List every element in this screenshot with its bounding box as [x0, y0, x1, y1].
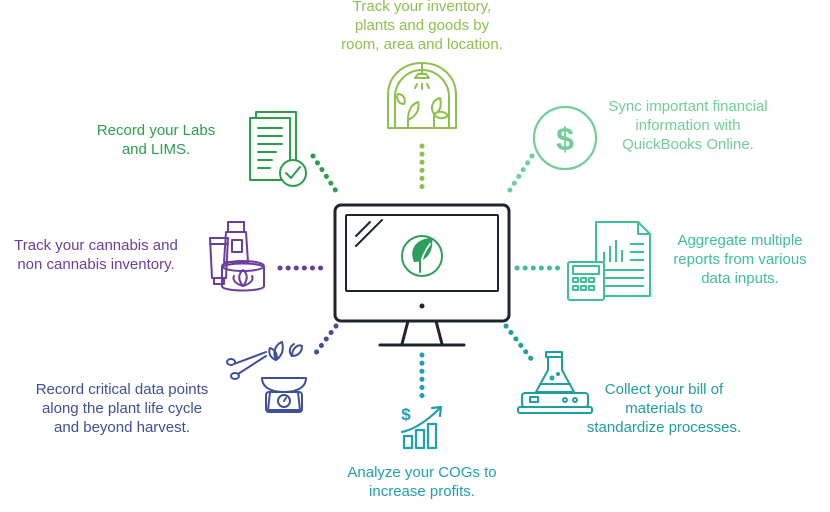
leaf-logo-icon: [401, 235, 443, 277]
monitor-screen: [345, 214, 499, 292]
monitor-icon: [333, 203, 511, 347]
document-check-icon: [249, 111, 307, 187]
connectors: [277, 143, 563, 401]
svg-text:$: $: [401, 405, 411, 424]
label-inventory: Track your inventory, plants and goods b…: [341, 0, 503, 53]
connector-bom: [503, 323, 535, 363]
monitor-stand: [400, 319, 444, 346]
label-cogs: Analyze your COGs to increase profits.: [347, 464, 497, 500]
power-light: [419, 303, 425, 309]
calculator-report-icon: [567, 221, 651, 301]
label-bom: Collect your bill of materials to standa…: [586, 381, 742, 436]
connector-labs: [310, 153, 341, 197]
dollar-coin-icon: $: [532, 105, 598, 171]
growth-chart-icon: $: [400, 405, 443, 450]
label-quickbooks: Sync important financial information wit…: [608, 98, 768, 153]
greenhouse-icon: [387, 62, 457, 129]
screen-glare-2: [355, 219, 383, 247]
screen-glare-1: [355, 221, 371, 237]
scale-shears-icon: [226, 341, 307, 413]
connector-lifecycle: [309, 323, 339, 361]
connector-quickbooks: [503, 153, 535, 199]
label-cannabis: Track your cannabis and non cannabis inv…: [14, 237, 178, 273]
products-icon: [209, 221, 265, 292]
label-lifecycle: Record critical data points along the pl…: [35, 381, 209, 436]
label-reports: Aggregate multiple reports from various …: [673, 232, 807, 287]
monitor-frame: [333, 203, 511, 323]
svg-text:$: $: [556, 121, 574, 157]
lab-flask-scale-icon: [517, 351, 593, 414]
label-labs: Record your Labs and LIMS.: [96, 122, 216, 158]
